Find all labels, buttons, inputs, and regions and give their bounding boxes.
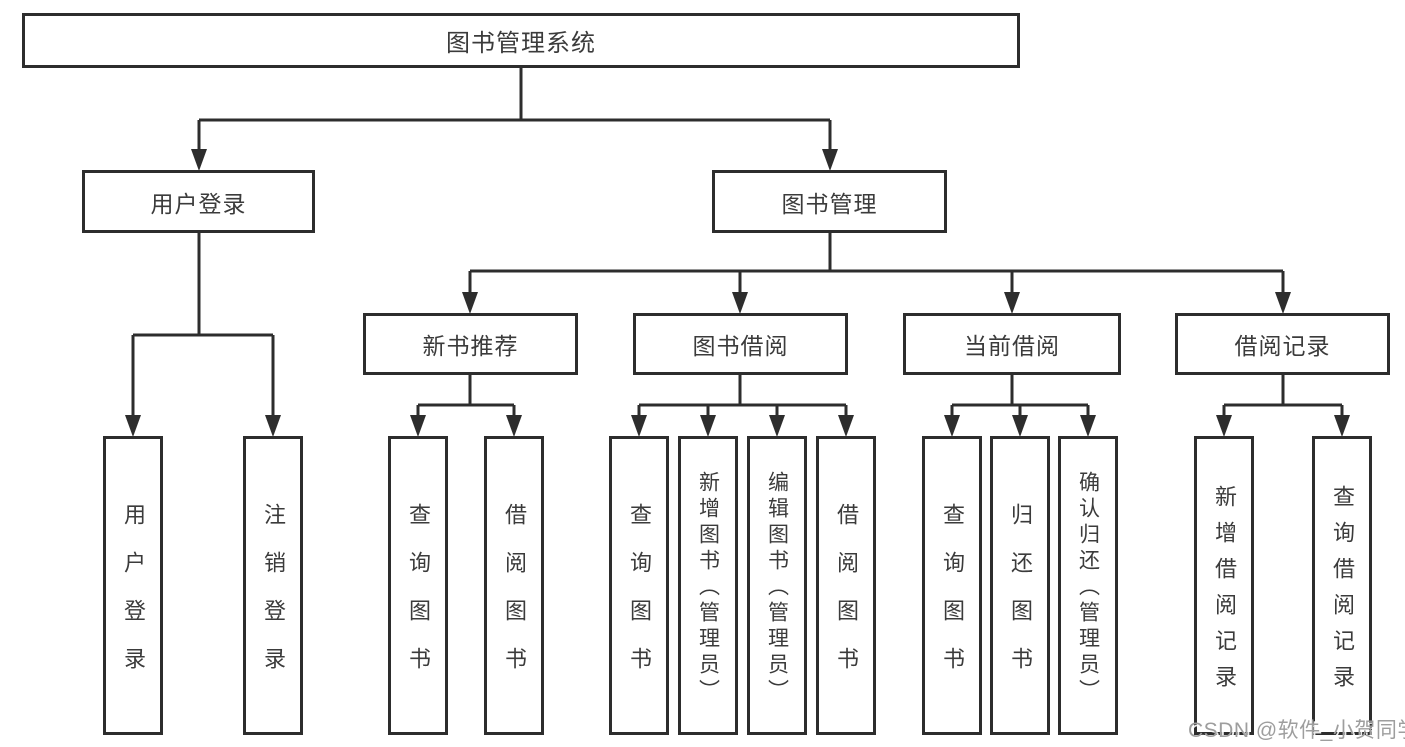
- csdn-watermark: CSDN @软件_小贺同学: [1188, 719, 1405, 742]
- leaf-add-borrow-record: 新增借阅记录: [1194, 436, 1254, 735]
- connector-userlogin-to-leaves: [131, 233, 275, 418]
- node-current-borrowing-label: 当前借阅: [964, 333, 1060, 359]
- arrowhead-leaf: [631, 415, 647, 437]
- leaf-user-login: 用户登录: [103, 436, 163, 735]
- arrowhead-book-mgmt: [822, 149, 838, 171]
- arrowhead-leaf: [769, 415, 785, 437]
- connector-records-to-leaves: [1222, 375, 1344, 418]
- node-current-borrowing: 当前借阅: [903, 313, 1121, 375]
- leaf-user-login-label: 用户登录: [121, 502, 146, 695]
- arrowhead-current: [1004, 292, 1020, 314]
- leaf-return-books: 归还图书: [990, 436, 1050, 735]
- arrowhead-leaf: [1216, 415, 1232, 437]
- arrowhead-leaf: [700, 415, 716, 437]
- node-root-label: 图书管理系统: [446, 30, 596, 57]
- leaf-edit-books-admin: 编辑图书（管理员）: [747, 436, 807, 735]
- arrowhead-new-rec: [462, 292, 478, 314]
- node-book-borrowing: 图书借阅: [633, 313, 848, 375]
- leaf-logout-label: 注销登录: [261, 502, 286, 695]
- arrowhead-leaf: [410, 415, 426, 437]
- connector-root-to-level2: [197, 68, 832, 152]
- leaf-return-books-label: 归还图书: [1008, 502, 1033, 695]
- arrowhead-leaf: [265, 415, 281, 437]
- leaf-add-borrow-record-label: 新增借阅记录: [1212, 484, 1237, 701]
- leaf-borrow-books-label: 借阅图书: [834, 502, 859, 695]
- arrowhead-records: [1275, 292, 1291, 314]
- leaf-query-books-current-label: 查询图书: [940, 502, 965, 695]
- node-user-login-label: 用户登录: [150, 190, 247, 217]
- arrowhead-leaf: [838, 415, 854, 437]
- arrowhead-leaf: [944, 415, 960, 437]
- leaf-add-books-admin-label: 新增图书（管理员）: [696, 471, 720, 705]
- leaf-borrow-books-newrec-label: 借阅图书: [502, 502, 527, 695]
- arrowhead-leaf: [506, 415, 522, 437]
- leaf-query-books-newrec-label: 查询图书: [406, 502, 431, 695]
- node-new-book-recommendation-label: 新书推荐: [422, 333, 519, 359]
- node-borrowing-records-label: 借阅记录: [1234, 333, 1331, 359]
- leaf-borrow-books: 借阅图书: [816, 436, 876, 735]
- node-borrowing-records: 借阅记录: [1175, 313, 1390, 375]
- arrowhead-leaf: [1012, 415, 1028, 437]
- arrowhead-leaf: [1334, 415, 1350, 437]
- leaf-borrow-books-newrec: 借阅图书: [484, 436, 544, 735]
- leaf-query-books-newrec: 查询图书: [388, 436, 448, 735]
- connector-current-to-leaves: [950, 375, 1090, 418]
- leaf-edit-books-admin-label: 编辑图书（管理员）: [765, 471, 789, 705]
- arrowhead-leaf: [1080, 415, 1096, 437]
- leaf-logout: 注销登录: [243, 436, 303, 735]
- leaf-query-borrow-record-label: 查询借阅记录: [1330, 484, 1355, 701]
- leaf-query-books-borrow: 查询图书: [609, 436, 669, 735]
- connector-borrow-to-leaves: [637, 375, 848, 418]
- leaf-confirm-return-admin: 确认归还（管理员）: [1058, 436, 1118, 735]
- arrowhead-user-login: [191, 149, 207, 171]
- node-library-management-system: 图书管理系统: [22, 13, 1020, 68]
- node-book-management: 图书管理: [712, 170, 947, 233]
- node-user-login: 用户登录: [82, 170, 315, 233]
- leaf-query-books-current: 查询图书: [922, 436, 982, 735]
- leaf-confirm-return-admin-label: 确认归还（管理员）: [1076, 471, 1100, 705]
- leaf-query-books-borrow-label: 查询图书: [627, 502, 652, 695]
- node-book-borrowing-label: 图书借阅: [692, 333, 789, 359]
- leaf-add-books-admin: 新增图书（管理员）: [678, 436, 738, 735]
- node-new-book-recommendation: 新书推荐: [363, 313, 578, 375]
- node-book-management-label: 图书管理: [781, 190, 878, 217]
- connector-bookmgmt-to-level3: [468, 233, 1285, 295]
- leaf-query-borrow-record: 查询借阅记录: [1312, 436, 1372, 735]
- connector-newrec-to-leaves: [416, 375, 516, 418]
- arrowhead-leaf: [125, 415, 141, 437]
- arrowhead-borrow: [732, 292, 748, 314]
